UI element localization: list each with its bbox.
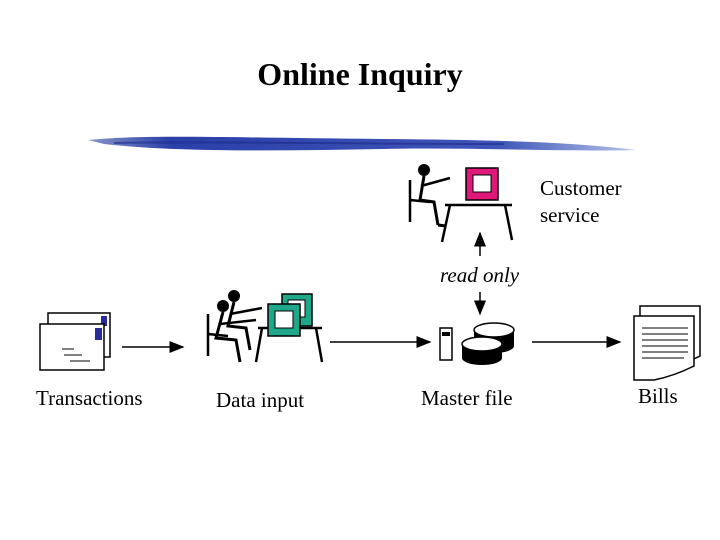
read-only-label: read only [440,263,520,287]
master-file-label: Master file [421,386,513,410]
data-input-label: Data input [216,388,305,412]
transactions-label: Transactions [36,386,143,410]
customer-service-label-line2: service [540,203,600,227]
customer-service-label-line1: Customer [540,176,622,200]
title-underline-brushstroke [88,136,636,151]
slide-title: Online Inquiry [257,56,463,92]
data-input-workstation-icon [206,290,324,363]
bills-document-icon [633,305,701,381]
bills-label: Bills [638,384,678,408]
transactions-documents-icon [39,312,111,371]
customer-service-workstation-icon [408,164,514,243]
master-file-disks-icon [439,322,515,365]
